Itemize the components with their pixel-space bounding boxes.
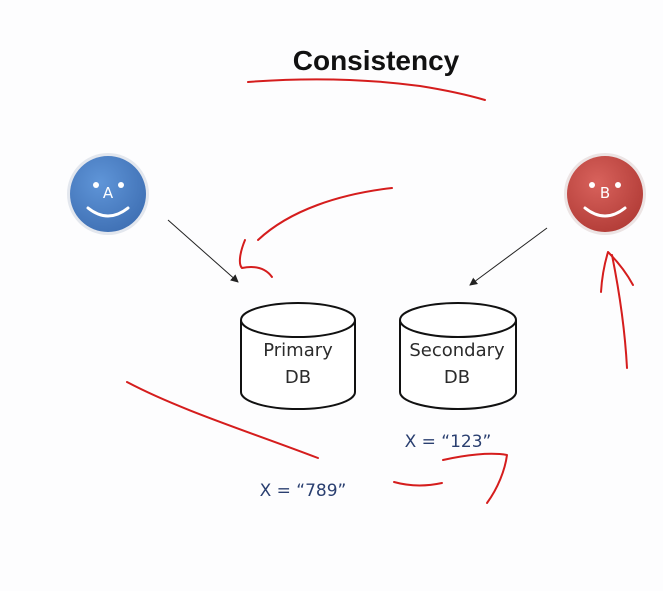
curved-arrow-stroke (257, 187, 393, 241)
user-a-letter: A (103, 184, 114, 202)
primary-db-label-line2: DB (285, 367, 311, 388)
user-a-face (70, 156, 146, 232)
primary-underline-stroke (126, 381, 319, 459)
secondary-value-label: X = “123” (405, 432, 492, 452)
user-b-face (567, 156, 643, 232)
primary-db-label-line1: Primary (263, 340, 333, 361)
red-annotations (126, 78, 634, 504)
primary-db-cylinder: Primary DB (240, 302, 356, 410)
secondary-hook-stroke (442, 452, 508, 504)
user-b-letter: B (600, 184, 610, 202)
title-underline-stroke (247, 78, 486, 101)
user-a-smile-icon (86, 206, 130, 218)
page-title: Consistency (293, 45, 460, 76)
secondary-db-label-line2: DB (444, 367, 470, 388)
user-b-arrow-shaft (611, 254, 628, 369)
user-b-arrow-head (600, 251, 634, 293)
user-a-avatar: A (67, 153, 149, 235)
user-b-smile-icon (583, 206, 627, 218)
user-b-avatar: B (564, 153, 646, 235)
secondary-db-label-line1: Secondary (409, 340, 505, 361)
curved-arrowhead-stroke (238, 239, 273, 278)
primary-value-label: X = “789” (260, 481, 347, 501)
arrow-a-to-primary (167, 219, 239, 283)
secondary-db-cylinder: Secondary DB (399, 302, 517, 410)
arrow-b-to-secondary (469, 227, 548, 286)
secondary-link-stroke (393, 481, 443, 487)
